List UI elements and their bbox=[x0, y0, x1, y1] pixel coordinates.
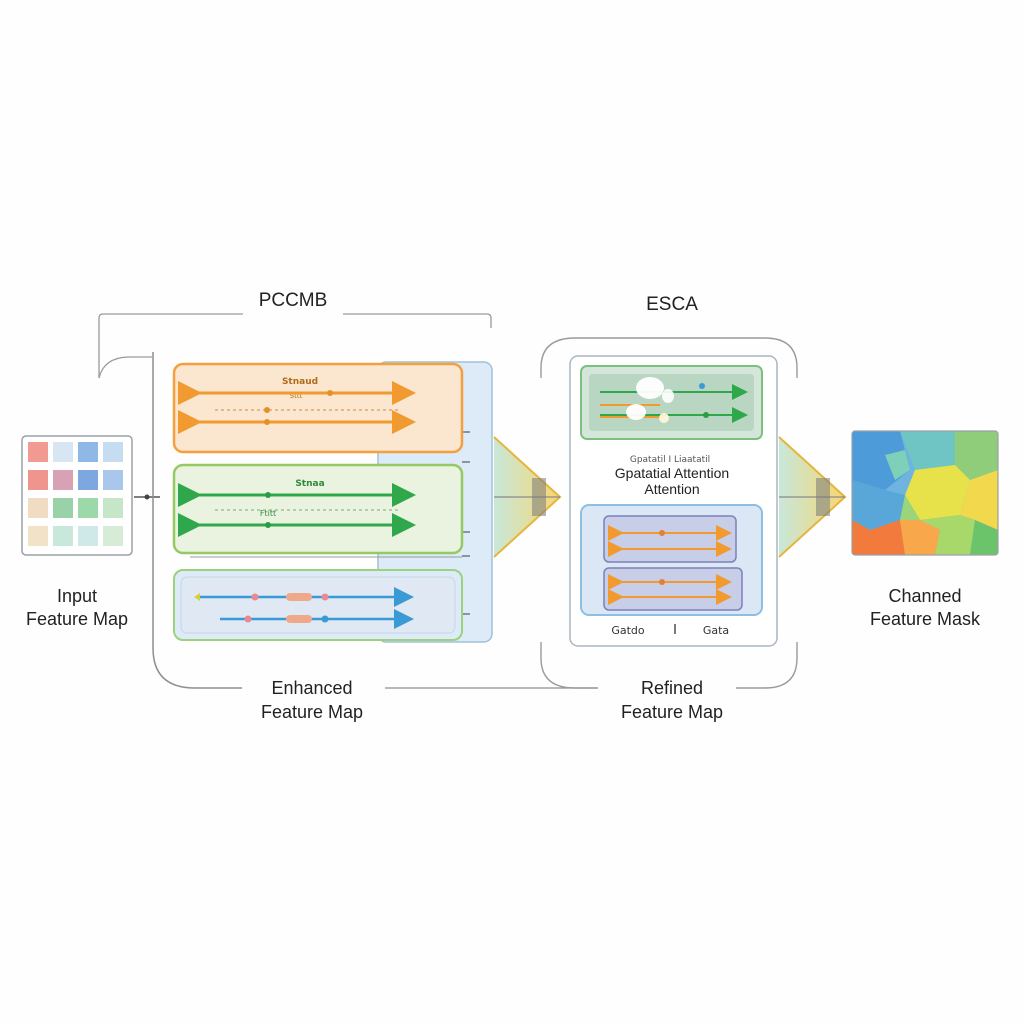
enhanced-label-line2: Feature Map bbox=[261, 702, 363, 722]
blue-branch bbox=[173, 569, 463, 641]
blue-node bbox=[321, 593, 329, 601]
blue-start-marker bbox=[194, 593, 200, 601]
fan-connector-1 bbox=[493, 436, 562, 558]
green-node bbox=[265, 522, 271, 528]
spatial-attention-line1: Gpatatial Attention bbox=[615, 465, 729, 481]
green-branch: Stnaa Ftitt bbox=[172, 463, 464, 558]
esca-faint-text: Gpatatil I Liaatatil bbox=[630, 455, 710, 465]
input-label-line1: Input bbox=[57, 586, 97, 606]
blue-node bbox=[321, 615, 329, 623]
input-feature-map bbox=[21, 435, 133, 556]
glow-blob bbox=[626, 404, 646, 420]
blue-pill bbox=[286, 593, 312, 601]
gate-label-right: Gata bbox=[703, 624, 729, 637]
orange-branch: Stnaud Sttt bbox=[172, 362, 464, 454]
fan-connector-2 bbox=[778, 436, 847, 558]
output-feature-mask bbox=[851, 430, 999, 556]
output-label-line2: Feature Mask bbox=[870, 609, 981, 629]
green-branch-title: Stnaa bbox=[295, 479, 324, 489]
blue-node bbox=[251, 593, 259, 601]
orange-node bbox=[327, 390, 333, 396]
green-node bbox=[265, 492, 271, 498]
blue-node bbox=[244, 615, 252, 623]
esca-title: ESCA bbox=[646, 294, 698, 315]
glow-blob bbox=[659, 413, 669, 423]
esca-channel-unit bbox=[580, 365, 763, 440]
esca-bottom-bracket bbox=[540, 642, 798, 689]
glow-blob bbox=[662, 389, 674, 403]
esca-node bbox=[703, 412, 709, 418]
esca-spatial-unit bbox=[580, 504, 763, 616]
output-label-line1: Channed bbox=[888, 586, 961, 606]
input-junction bbox=[144, 494, 150, 500]
esca-node bbox=[699, 383, 705, 389]
pccmb-left-rail bbox=[152, 352, 242, 689]
esca-top-bracket bbox=[540, 337, 798, 378]
pccmb-top-bracket bbox=[98, 313, 492, 378]
esca-node bbox=[659, 579, 665, 585]
gate-label-left: Gatdo bbox=[611, 624, 645, 637]
pccmb-bracket-curve bbox=[98, 356, 152, 379]
input-label-line2: Feature Map bbox=[26, 609, 128, 629]
refined-label-line2: Feature Map bbox=[621, 702, 723, 722]
refined-label-line1: Refined bbox=[641, 678, 703, 698]
esca-node bbox=[659, 530, 665, 536]
glow-blob bbox=[636, 377, 664, 399]
pccmb-title: PCCMB bbox=[259, 290, 328, 311]
orange-branch-title: Stnaud bbox=[282, 377, 318, 387]
green-branch-sub: Ftitt bbox=[260, 509, 276, 518]
orange-node bbox=[264, 407, 270, 413]
enhanced-label-line1: Enhanced bbox=[271, 678, 352, 698]
orange-node bbox=[264, 419, 270, 425]
spatial-attention-line2: Attention bbox=[644, 481, 699, 497]
blue-pill bbox=[286, 615, 312, 623]
